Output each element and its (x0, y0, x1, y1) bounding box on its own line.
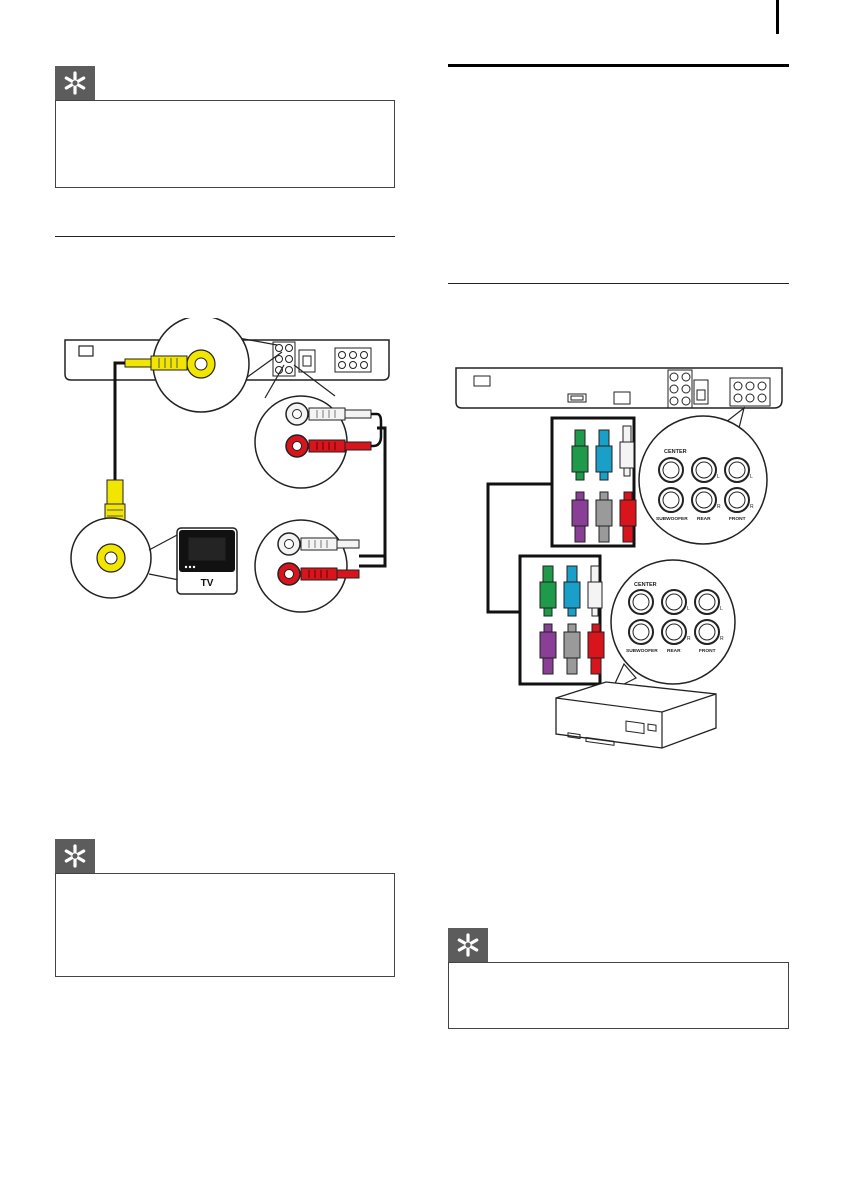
panel-top-r2-label: R (750, 504, 754, 510)
av-receiver (555, 681, 717, 749)
tip-icon (448, 928, 488, 962)
panel-bottom-front-label: FRONT (699, 648, 716, 654)
plug-blue-bottom (563, 565, 581, 617)
plug-purple-bottom (539, 623, 557, 675)
panel-bottom-rear-label: REAR (667, 648, 681, 654)
plug-red-bottom (587, 623, 605, 675)
section-rule-right (448, 283, 789, 284)
tv-label: TV (201, 578, 214, 589)
panel-top-center-label: CENTER (664, 449, 687, 455)
plug-blue-top (595, 429, 613, 481)
plug-purple-top (571, 491, 589, 543)
section-rule-left (55, 236, 395, 237)
panel-top-l1-label: L (717, 474, 720, 480)
panel-top-rear-label: REAR (697, 516, 711, 522)
panel-bottom-r2-label: R (720, 636, 724, 642)
tip-box-bottom-right (448, 962, 789, 1029)
composite-connection-diagram: TV (64, 318, 390, 613)
plug-gray-top (595, 491, 613, 543)
panel-top-subwoofer-label: SUBWOOFER (656, 516, 688, 522)
panel-bottom-l1-label: L (687, 606, 690, 612)
player-back-panel (455, 367, 783, 409)
plug-gray-bottom (563, 623, 581, 675)
panel-bottom-subwoofer-label: SUBWOOFER (626, 648, 658, 654)
tip-icon (55, 66, 95, 100)
panel-bottom-l2-label: L (720, 606, 723, 612)
panel-top-front-label: FRONT (729, 516, 746, 522)
tip-box-bottom-left (55, 873, 395, 977)
plug-white-top (619, 425, 635, 477)
panel-top-r1-label: R (717, 504, 721, 510)
multichannel-connection-diagram: CENTER L L R R SUBWOOFER REAR FRONT CENT… (455, 367, 783, 749)
plug-green-bottom (539, 565, 557, 617)
plug-green-top (571, 429, 589, 481)
panel-bottom-center-label: CENTER (634, 582, 657, 588)
panel-bottom-r1-label: R (687, 636, 691, 642)
section-rule-thick-right (448, 64, 789, 67)
tip-icon (55, 839, 95, 873)
tip-box-top-left (55, 100, 395, 188)
page-edge-marker (776, 0, 779, 34)
panel-top-l2-label: L (750, 474, 753, 480)
plug-white-bottom (587, 565, 603, 617)
plug-red-top (619, 491, 637, 543)
